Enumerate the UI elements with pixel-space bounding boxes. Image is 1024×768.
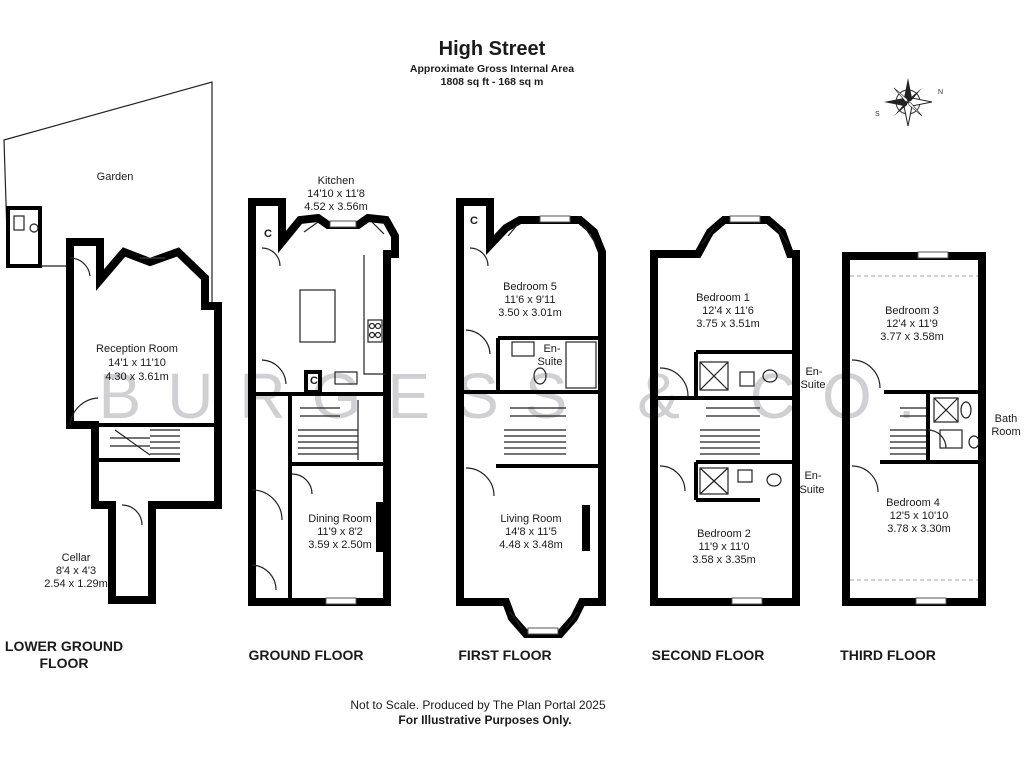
lower-ground-floor-label-2: FLOOR [40,655,89,671]
reception-room-name: Reception Room [96,343,178,355]
living-room-name: Living Room [500,513,561,525]
second-ensuite2-label-1: En- [804,470,821,482]
first-ensuite-label-2: Suite [537,356,562,368]
ground-cupboard-label: C [264,228,272,240]
cellar-imperial: 8'4 x 4'3 [56,565,96,577]
first-floor-plan [456,198,606,638]
kitchen-metric: 4.52 x 3.56m [304,201,368,213]
dining-room-name: Dining Room [308,513,372,525]
third-floor-plan [842,251,986,606]
second-floor-plan [650,215,800,606]
bedroom3-imperial: 12'4 x 11'9 [886,318,938,330]
ground-floor-label: GROUND FLOOR [248,647,363,663]
bedroom3-metric: 3.77 x 3.58m [880,331,944,343]
dining-room-imperial: 11'9 x 8'2 [317,526,363,538]
bedroom4-name: Bedroom 4 [886,497,940,509]
lower-ground-floor-plan [3,81,222,604]
scale-note: Not to Scale. Produced by The Plan Porta… [350,698,606,712]
second-ensuite-label-1: En- [805,366,822,378]
svg-text:S: S [875,111,880,118]
gross-area: 1808 sq ft - 168 sq m [441,76,544,88]
disclaimer: For Illustrative Purposes Only. [398,713,571,727]
third-floor-label: THIRD FLOOR [840,647,936,663]
bedroom2-metric: 3.58 x 3.35m [692,554,756,566]
cellar-name: Cellar [62,552,91,564]
first-floor-label: FIRST FLOOR [458,647,551,663]
kitchen-imperial: 14'10 x 11'8 [307,188,365,200]
ground-cupboard-label-2: C [310,375,318,387]
bedroom2-name: Bedroom 2 [697,528,751,540]
first-cupboard-label: C [470,215,478,227]
cellar-metric: 2.54 x 1.29m [44,578,108,590]
compass-rose-icon: N S [875,78,943,127]
svg-text:N: N [938,89,943,96]
bedroom3-name: Bedroom 3 [885,305,939,317]
bedroom1-metric: 3.75 x 3.51m [696,318,760,330]
garden-label: Garden [97,171,134,183]
lower-ground-floor-label-1: LOWER GROUND [5,638,123,654]
living-room-imperial: 14'8 x 11'5 [505,526,557,538]
page-subtitle: Approximate Gross Internal Area [410,63,574,75]
bedroom5-metric: 3.50 x 3.01m [498,307,562,319]
reception-room-imperial: 14'1 x 11'10 [108,357,166,369]
kitchen-name: Kitchen [318,175,355,187]
second-ensuite2-label-2: Suite [799,484,824,496]
bedroom5-name: Bedroom 5 [503,281,557,293]
reception-room-metric: 4.30 x 3.61m [105,371,169,383]
living-room-metric: 4.48 x 3.48m [499,539,563,551]
bedroom5-imperial: 11'6 x 9'11 [505,294,556,306]
second-ensuite-label-2: Suite [800,379,825,391]
second-floor-label: SECOND FLOOR [652,647,765,663]
first-ensuite-label-1: En- [543,343,560,355]
dining-room-metric: 3.59 x 2.50m [308,539,372,551]
bedroom4-metric: 3.78 x 3.30m [887,523,951,535]
ground-floor-plan [248,198,399,606]
bedroom1-name: Bedroom 1 [696,292,750,304]
page-title: High Street [439,38,546,60]
bedroom2-imperial: 11'9 x 11'0 [699,541,750,553]
bedroom1-imperial: 12'4 x 11'6 [702,305,754,317]
bath-room-label-2: Room [991,426,1020,438]
bedroom4-imperial: 12'5 x 10'10 [890,510,949,522]
bath-room-label-1: Bath [995,413,1018,425]
